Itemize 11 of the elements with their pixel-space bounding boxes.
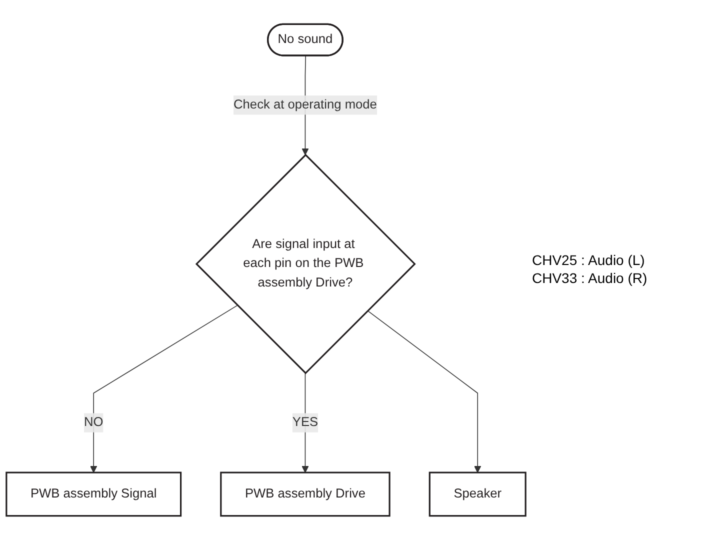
node-box: PWB assembly Signal xyxy=(6,472,182,517)
node-diamond: Are signal input at each pin on the PWB assembly Drive? xyxy=(195,154,416,374)
node-box: Speaker xyxy=(428,472,526,517)
note-text: CHV33 : Audio (R) xyxy=(532,270,648,286)
edge-label: Check at operating mode xyxy=(234,98,377,112)
arrow xyxy=(367,310,482,473)
edge-label: YES xyxy=(292,416,318,430)
note-text: CHV25 : Audio (L) xyxy=(532,252,646,268)
edge-label: NO xyxy=(84,416,104,430)
arrow xyxy=(90,304,238,473)
node-box: PWB assembly Drive xyxy=(220,472,390,517)
